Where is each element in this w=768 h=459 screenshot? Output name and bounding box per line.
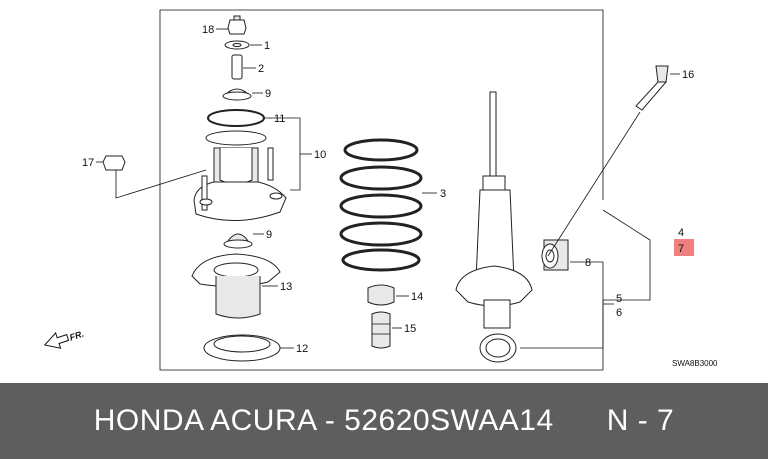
front-marker-label: FR. bbox=[68, 329, 85, 343]
callout-3: 3 bbox=[440, 188, 446, 200]
callout-13: 13 bbox=[280, 281, 292, 293]
shock-absorber-body bbox=[455, 91, 533, 363]
callout-16: 16 bbox=[682, 69, 694, 81]
part-18-nut bbox=[227, 15, 247, 35]
part-3-coil-spring bbox=[339, 138, 423, 272]
part-15-bump-stop bbox=[371, 311, 391, 349]
callout-7-highlight bbox=[674, 239, 694, 256]
part-2-collar bbox=[231, 54, 243, 80]
callout-18: 18 bbox=[202, 24, 214, 36]
part-12-lower-insulator bbox=[203, 334, 281, 362]
callout-9-upper: 9 bbox=[265, 88, 271, 100]
part-13-spring-seat bbox=[191, 253, 281, 319]
part-14-dust-cap bbox=[367, 284, 395, 306]
callout-10: 10 bbox=[314, 149, 326, 161]
callout-2: 2 bbox=[258, 63, 264, 75]
callout-12: 12 bbox=[296, 343, 308, 355]
assembly-frame bbox=[159, 9, 604, 371]
part-17-flange-nut bbox=[102, 155, 126, 171]
callout-9-lower: 9 bbox=[266, 229, 272, 241]
callout-11: 11 bbox=[274, 113, 285, 125]
footer-spacer bbox=[554, 404, 607, 438]
callout-15: 15 bbox=[404, 323, 416, 335]
rear-shock-absorber-diagram: 18 1 2 9 11 10 17 9 13 12 3 14 15 8 5 6 … bbox=[43, 9, 718, 371]
callout-5: 5 bbox=[616, 293, 622, 305]
footer-brand-part-number: HONDA ACURA - 52620SWAA14 bbox=[93, 404, 554, 437]
part-8-bushing bbox=[541, 239, 569, 271]
callout-4: 4 bbox=[678, 227, 684, 239]
callout-8: 8 bbox=[585, 257, 591, 269]
part-11-seal-ring bbox=[207, 109, 265, 127]
part-10-upper-mount bbox=[193, 130, 287, 221]
diagram-code: SWA8B3000 bbox=[672, 359, 718, 368]
callout-14: 14 bbox=[411, 291, 423, 303]
front-direction-arrow: FR. bbox=[43, 329, 85, 349]
callout-1: 1 bbox=[264, 40, 270, 52]
callout-7: 7 bbox=[678, 243, 684, 255]
footer-page-ref: N - 7 bbox=[606, 404, 675, 437]
part-number-footer: HONDA ACURA - 52620SWAA14 N - 7 bbox=[0, 383, 768, 459]
frame-right-corner bbox=[602, 209, 651, 301]
callout-17: 17 bbox=[82, 157, 94, 169]
callout-6: 6 bbox=[616, 307, 622, 319]
part-16-bolt bbox=[635, 65, 669, 111]
